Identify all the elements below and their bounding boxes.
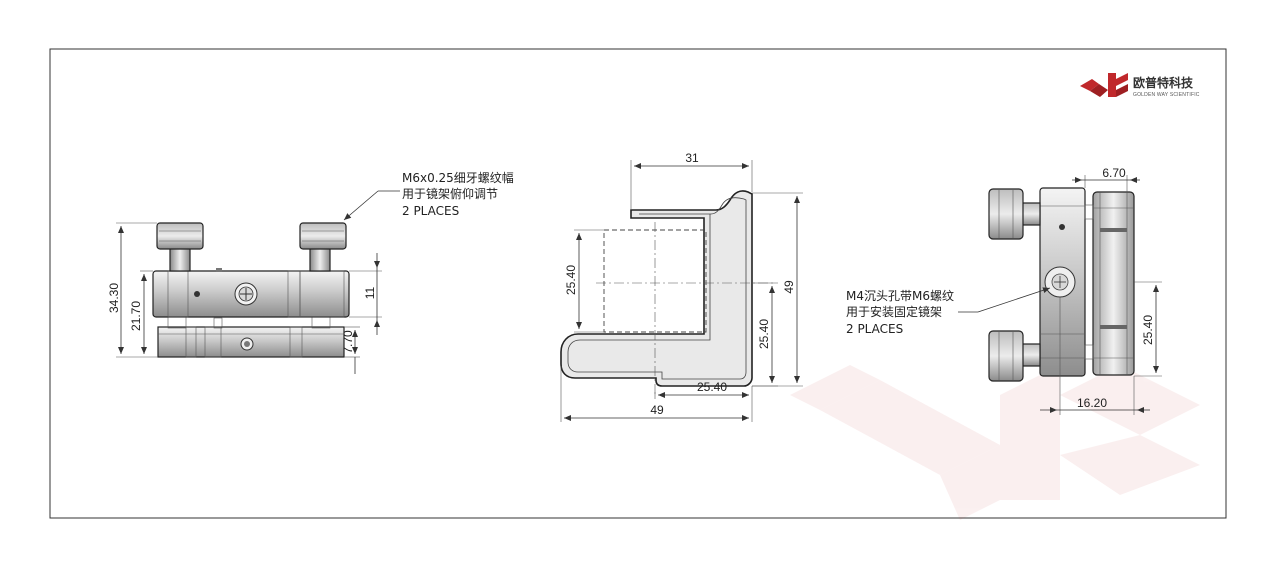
top-view: 31 25.40 49 25.40 25.40 49 — [560, 151, 803, 422]
top-view-outline — [560, 190, 753, 387]
logo-name-cn: 欧普特科技 — [1133, 75, 1194, 90]
side-bottom-knob — [988, 330, 1041, 382]
dim-mid-height: 21.70 — [129, 301, 143, 331]
side-top-knob — [988, 188, 1041, 240]
side-callout-line3: 2 PLACES — [846, 322, 903, 336]
dim-depth: 16.20 — [1077, 396, 1107, 410]
side-view: 6.70 25.40 16.20 M4沉头孔带M6螺纹 用于安装固定镜架 2 P… — [846, 166, 1162, 415]
dim-overall-height: 34.30 — [107, 283, 121, 313]
front-callout-line2: 用于镜架俯仰调节 — [402, 186, 498, 201]
logo-name-en: GOLDEN WAY SCIENTIFIC — [1133, 92, 1200, 98]
front-left-knob — [156, 222, 204, 250]
watermark-logo — [790, 365, 1200, 520]
front-callout-line3: 2 PLACES — [402, 204, 459, 218]
side-callout-line1: M4沉头孔带M6螺纹 — [846, 289, 954, 303]
dim-left-height: 25.40 — [564, 265, 578, 295]
dim-bottom-width: 49 — [650, 403, 664, 417]
dim-block-height: 11 — [363, 286, 377, 299]
dim-inner-width: 25.40 — [697, 380, 727, 394]
dim-right-total-height: 49 — [782, 280, 796, 294]
front-callout-line1: M6x0.25细牙螺纹幅 — [402, 170, 514, 185]
company-logo: 欧普特科技 GOLDEN WAY SCIENTIFIC — [1080, 73, 1200, 98]
front-view: 34.30 21.70 11 7.70 M6x0.25细牙螺纹幅 用于镜架俯仰调… — [107, 170, 514, 374]
logo-mark-icon — [1080, 73, 1128, 97]
dim-base-height: 7.70 — [341, 330, 355, 354]
front-right-knob — [299, 222, 347, 250]
dim-top-width: 31 — [685, 151, 699, 165]
side-callout-line2: 用于安装固定镜架 — [846, 304, 942, 319]
side-flange-plate — [1092, 191, 1135, 376]
dim-flange-width: 6.70 — [1102, 166, 1126, 180]
dim-inner-height: 25.40 — [757, 319, 771, 349]
dim-hole-spacing: 25.40 — [1141, 315, 1155, 345]
